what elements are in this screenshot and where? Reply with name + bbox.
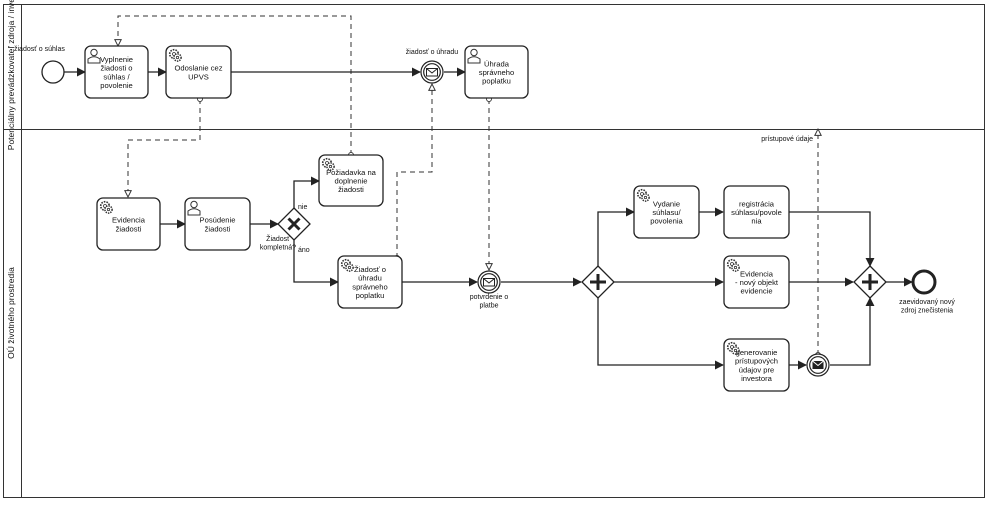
pool-office-border <box>3 129 985 498</box>
msg-uhrada-label: žiadosť o úhradu <box>406 49 459 56</box>
task-label-line: Evidencia <box>112 216 146 225</box>
task-label-line: správneho <box>352 282 387 291</box>
task-label-line: údajov pre <box>739 365 774 374</box>
sequence-flows <box>64 67 913 370</box>
task-label-line: generovanie <box>736 348 778 357</box>
task-label-line: súhlasu/povole <box>731 208 782 217</box>
task-label-line: žiadosti <box>338 185 364 194</box>
task-label-line: Žiadosť o <box>354 265 386 274</box>
task-label-line: registrácia <box>739 199 775 208</box>
task-label-line: úhradu <box>358 274 382 283</box>
exclusive-gateway[interactable] <box>277 207 311 241</box>
branch-no-label: nie <box>298 204 307 211</box>
task-label-line: poplatku <box>356 291 385 300</box>
gears-icon <box>340 258 354 272</box>
end-event[interactable] <box>911 269 937 295</box>
throw-message-event-pristupove[interactable] <box>806 353 830 377</box>
gears-icon <box>636 188 650 202</box>
flow-gateway-yes[interactable] <box>293 240 339 287</box>
flow-registracia-join[interactable] <box>789 211 875 267</box>
pristupove-label: prístupové údaje <box>761 136 813 143</box>
pool-office-label: OÚ životného prostredia <box>6 267 16 359</box>
branch-yes-label: áno <box>298 247 310 254</box>
flow-split-vydanie[interactable] <box>597 207 635 266</box>
user-icon <box>467 48 481 64</box>
pool-investor-label: Potenciálny prevádzkovateľ zdroja / inve… <box>6 0 16 150</box>
intermediate-message-event-potvrdenie[interactable] <box>477 270 501 294</box>
user-icon <box>87 48 101 64</box>
task-label-line: prístupových <box>735 357 778 366</box>
task-label-line: Odoslanie cez <box>174 64 222 73</box>
envelope-icon <box>483 278 495 287</box>
task-label-line: žiadosti <box>116 224 142 233</box>
task-label-line: evidencie <box>740 287 772 296</box>
msg-flow-uhrada-request[interactable] <box>397 84 432 258</box>
task-label-line: Evidencia <box>740 269 774 278</box>
task-label-line: povolenia <box>650 217 683 226</box>
task-label-line: súhlas / <box>103 72 130 81</box>
task-label-line: správneho <box>479 68 514 77</box>
gears-icon <box>321 157 335 171</box>
flow-split-generovanie[interactable] <box>597 298 724 370</box>
start-event-label: žiadosť o súhlas <box>14 46 65 53</box>
task-label-line: Požiadavka na <box>326 168 377 177</box>
task-label-line: povolenie <box>100 81 133 90</box>
task-label-line: Posúdenie <box>200 216 236 225</box>
task-label-line: žiadosti o <box>100 64 132 73</box>
msg-flow-poziadavka-vyplnenie[interactable] <box>118 15 351 155</box>
task-label-line: žiadosti <box>205 224 231 233</box>
gears-icon <box>99 200 113 214</box>
task-label-line: - nový objekt <box>735 278 779 287</box>
filled-envelope-icon <box>812 360 824 369</box>
user-icon <box>187 200 201 216</box>
envelope-icon <box>426 68 438 77</box>
gears-icon <box>726 258 740 272</box>
task-label-line: súhlasu/ <box>652 208 681 217</box>
intermediate-message-event-uhrada[interactable] <box>420 60 444 84</box>
task-label-line: UPVS <box>188 72 209 81</box>
flow-msgevent-join[interactable] <box>830 297 875 366</box>
gears-icon <box>168 48 182 62</box>
start-event[interactable] <box>41 60 65 84</box>
parallel-gateway-join[interactable] <box>853 265 887 299</box>
task-label-line: poplatku <box>482 77 511 86</box>
parallel-gateway-split[interactable] <box>581 265 615 299</box>
flow-gateway-no[interactable] <box>293 176 320 208</box>
task-label-line: Úhrada <box>484 59 510 68</box>
pool-office: OÚ životného prostredia <box>3 129 985 498</box>
task-label-line: nia <box>751 217 762 226</box>
task-label-line: doplnenie <box>335 177 368 186</box>
task-label-line: Vydanie <box>653 199 680 208</box>
gears-icon <box>726 341 740 355</box>
msg-flow-odoslanie-evidencia[interactable] <box>128 99 200 197</box>
task-label-line: investora <box>741 374 773 383</box>
task-label-line: Vyplnenie <box>100 55 133 64</box>
